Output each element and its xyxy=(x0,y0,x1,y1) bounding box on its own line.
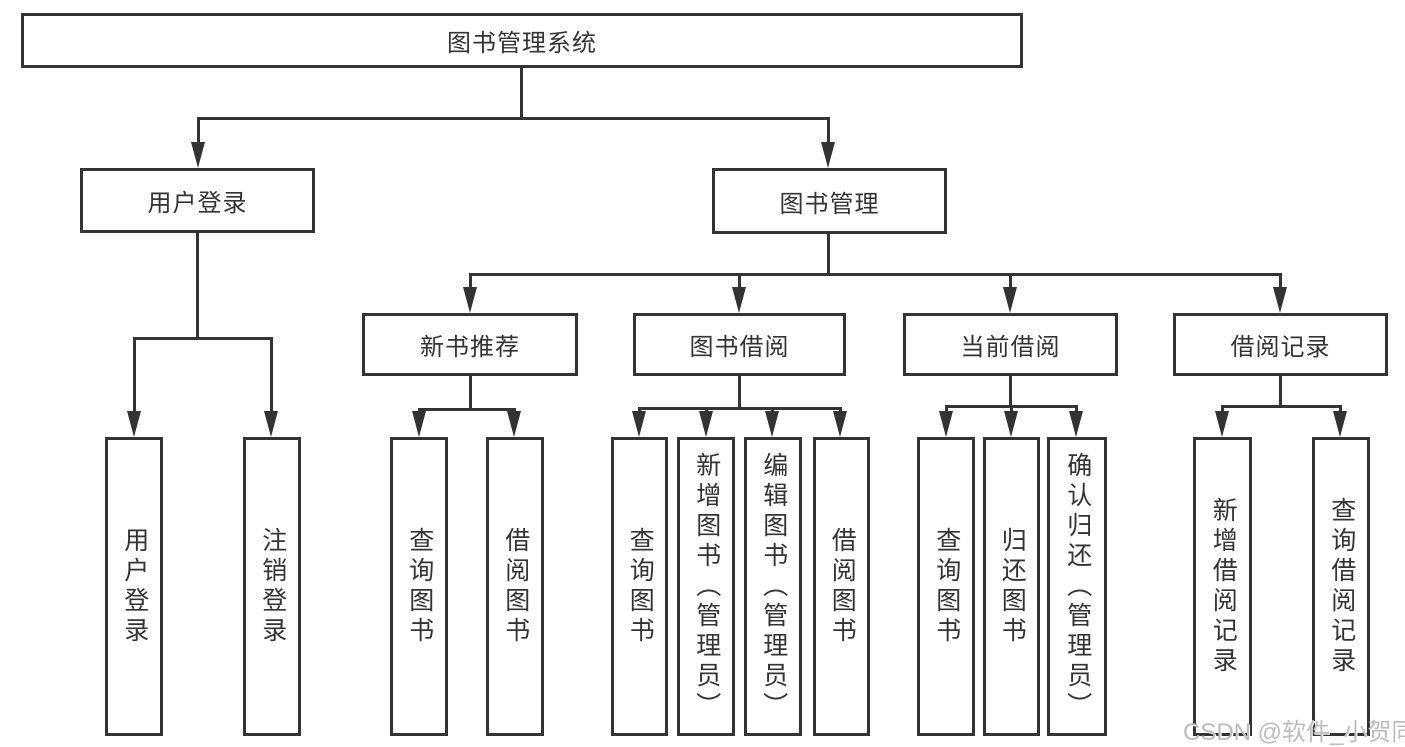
leaf-add-borrow-record-label: 新增借阅记录 xyxy=(1209,496,1238,677)
arrow-down-icon xyxy=(699,411,713,437)
connector-leaf-stem xyxy=(270,337,273,411)
leaf-newbooks-query-book-label: 查询图书 xyxy=(405,526,434,647)
connector-leaf-stem xyxy=(1010,405,1013,411)
leaf-add-book-admin: 新增图书（管理员） xyxy=(677,437,735,736)
leaf-current-query-book-label: 查询图书 xyxy=(932,526,961,647)
leaf-newbooks-query-book: 查询图书 xyxy=(390,437,448,736)
arrow-down-icon xyxy=(1273,287,1287,313)
leaf-query-borrow-record: 查询借阅记录 xyxy=(1312,437,1370,736)
connector-leaf-stem xyxy=(638,407,641,411)
leaf-return-book: 归还图书 xyxy=(983,437,1040,736)
leaf-add-borrow-record: 新增借阅记录 xyxy=(1193,437,1252,736)
node-book-management-label: 图书管理 xyxy=(779,190,880,218)
arrow-down-icon xyxy=(765,411,779,437)
connector-book-borrow-stem xyxy=(738,273,741,287)
connector-book-borrow-down xyxy=(738,376,741,407)
csdn-watermark: CSDN @软件_小贺同学 xyxy=(1183,719,1405,746)
leaf-return-book-label: 归还图书 xyxy=(998,526,1027,647)
node-library-system-label: 图书管理系统 xyxy=(447,30,597,57)
arrow-down-icon xyxy=(1069,411,1083,437)
connector-leaf-stem xyxy=(771,407,774,411)
connector-user-login-down xyxy=(196,233,199,337)
node-borrow-records: 借阅记录 xyxy=(1173,313,1388,376)
node-library-system: 图书管理系统 xyxy=(21,13,1023,68)
arrow-down-icon xyxy=(264,411,278,437)
arrow-down-icon xyxy=(1215,411,1229,437)
connector-root-hbar xyxy=(197,117,830,120)
leaf-borrow-query-book: 查询图书 xyxy=(611,437,668,736)
connector-leaf-stem xyxy=(1075,405,1078,411)
connector-book-mgmt-down xyxy=(827,234,830,273)
connector-book-mgmt-hbar xyxy=(469,273,1281,276)
connector-root-stem xyxy=(520,68,523,117)
leaf-edit-book-admin: 编辑图书（管理员） xyxy=(744,437,802,736)
arrow-down-icon xyxy=(939,411,953,437)
connector-leaf-stem xyxy=(839,407,842,411)
arrow-down-icon xyxy=(463,287,477,313)
leaf-confirm-return-admin-label: 确认归还（管理员） xyxy=(1063,451,1092,722)
leaf-user-login-label: 用户登录 xyxy=(120,526,149,647)
connector-book-mgmt-stem xyxy=(827,117,830,142)
node-book-management: 图书管理 xyxy=(712,168,947,234)
leaf-borrow-borrow-book-label: 借阅图书 xyxy=(828,526,857,647)
connector-book-borrow-hbar xyxy=(638,407,842,410)
node-book-borrow: 图书借阅 xyxy=(633,313,846,376)
arrow-down-icon xyxy=(412,411,426,437)
arrow-down-icon xyxy=(1333,411,1347,437)
leaf-edit-book-admin-label: 编辑图书（管理员） xyxy=(759,451,788,722)
connector-leaf-stem xyxy=(513,408,516,411)
arrow-down-icon xyxy=(833,411,847,437)
connector-leaf-stem xyxy=(418,408,421,411)
node-new-book-recommend: 新书推荐 xyxy=(362,313,578,376)
node-user-login-label: 用户登录 xyxy=(147,190,248,217)
arrow-down-icon xyxy=(507,411,521,437)
connector-new-books-hbar xyxy=(418,408,516,411)
leaf-newbooks-borrow-book-label: 借阅图书 xyxy=(501,526,530,647)
connector-current-borrow-stem xyxy=(1009,273,1012,287)
connector-leaf-stem xyxy=(705,407,708,411)
connector-borrow-records-hbar xyxy=(1221,405,1342,408)
leaf-confirm-return-admin: 确认归还（管理员） xyxy=(1047,437,1107,736)
arrow-down-icon xyxy=(821,142,835,168)
connector-user-login-hbar xyxy=(133,337,273,340)
leaf-add-book-admin-label: 新增图书（管理员） xyxy=(692,451,721,722)
arrow-down-icon xyxy=(732,287,746,313)
connector-new-books-down xyxy=(469,376,472,408)
connector-leaf-stem xyxy=(1221,405,1224,411)
leaf-newbooks-borrow-book: 借阅图书 xyxy=(486,437,544,736)
node-new-book-recommend-label: 新书推荐 xyxy=(420,334,520,361)
leaf-query-borrow-record-label: 查询借阅记录 xyxy=(1327,496,1356,677)
leaf-current-query-book: 查询图书 xyxy=(917,437,975,736)
node-borrow-records-label: 借阅记录 xyxy=(1230,334,1331,361)
connector-current-borrow-down xyxy=(1009,375,1012,405)
leaf-user-login: 用户登录 xyxy=(105,437,163,736)
node-book-borrow-label: 图书借阅 xyxy=(689,334,790,361)
leaf-logout-label: 注销登录 xyxy=(258,526,287,647)
leaf-borrow-query-book-label: 查询图书 xyxy=(626,526,655,647)
leaf-logout: 注销登录 xyxy=(243,437,301,736)
arrow-down-icon xyxy=(127,411,141,437)
connector-user-login-stem xyxy=(197,117,200,142)
arrow-down-icon xyxy=(1004,411,1018,437)
connector-leaf-stem xyxy=(945,405,948,411)
arrow-down-icon xyxy=(191,142,205,168)
node-user-login: 用户登录 xyxy=(80,168,315,233)
connector-borrow-records-down xyxy=(1279,375,1282,405)
arrow-down-icon xyxy=(632,411,646,437)
connector-new-books-stem xyxy=(469,273,472,287)
leaf-borrow-borrow-book: 借阅图书 xyxy=(813,437,870,736)
connector-borrow-records-stem xyxy=(1279,273,1282,287)
connector-leaf-stem xyxy=(1339,405,1342,411)
node-current-borrow: 当前借阅 xyxy=(903,313,1118,376)
node-current-borrow-label: 当前借阅 xyxy=(960,334,1061,361)
arrow-down-icon xyxy=(1003,287,1017,313)
connector-leaf-stem xyxy=(133,337,136,411)
